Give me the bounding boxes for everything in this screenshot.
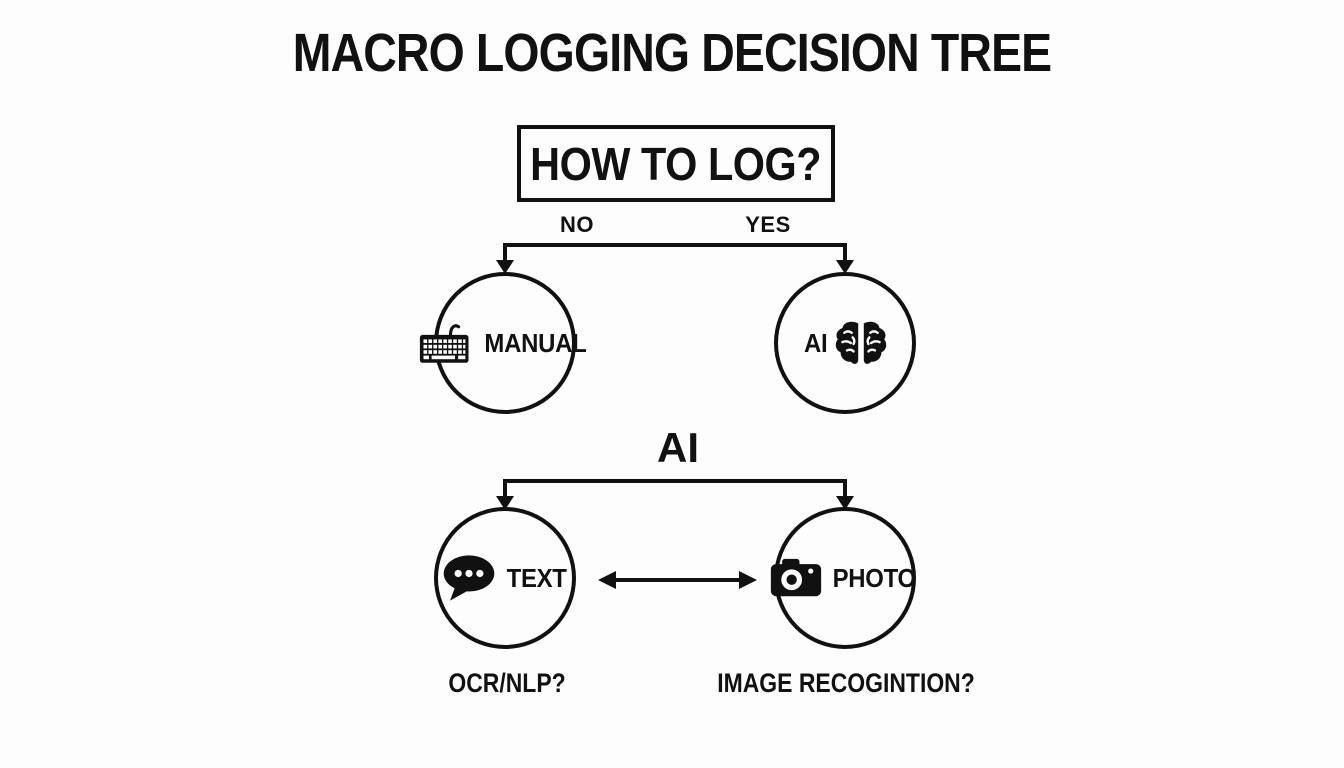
photo-method-question: IMAGE RECOGINTION?	[695, 668, 998, 699]
camera-icon	[771, 558, 822, 597]
branch-1-connector	[503, 243, 847, 262]
edge-label-no: NO	[560, 212, 594, 237]
text-method-question: OCR/NLP?	[438, 668, 576, 699]
node-ai: AI	[774, 272, 916, 414]
node-manual: MANUAL	[419, 272, 587, 414]
node-ai-label: AI	[803, 327, 828, 358]
photo-method-question-text: IMAGE RECOGINTION?	[717, 668, 975, 698]
node-manual-label: MANUAL	[484, 327, 587, 358]
node-text: TEXT	[434, 507, 576, 649]
text-photo-double-arrow	[598, 571, 757, 589]
text-method-question-text: OCR/NLP?	[448, 668, 566, 698]
root-question-label: HOW TO LOG?	[530, 137, 822, 190]
node-text-label: TEXT	[506, 562, 567, 593]
page-title: MACRO LOGGING DECISION TREE	[0, 22, 1344, 84]
node-photo-label: PHOTO	[832, 562, 917, 593]
root-question-box: HOW TO LOG?	[517, 125, 835, 202]
node-photo: PHOTO	[771, 507, 917, 649]
branch-2-connector	[503, 479, 847, 498]
page-title-text: MACRO LOGGING DECISION TREE	[292, 23, 1052, 83]
keyboard-icon	[419, 324, 469, 363]
edge-label-yes: YES	[745, 212, 791, 237]
brain-icon	[836, 321, 887, 364]
ai-branch-label: AI	[657, 424, 699, 471]
speech-bubble-icon	[443, 555, 495, 601]
